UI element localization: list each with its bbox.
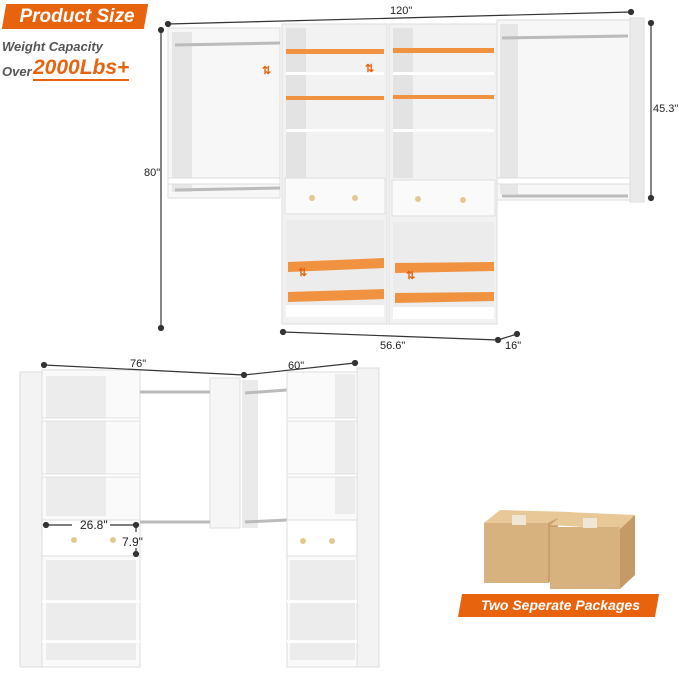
top-center-towers: ⇅ ⇅ ⇅ ⇅	[262, 23, 498, 325]
dim-height: 80"	[144, 167, 161, 179]
top-dimension-lines	[157, 8, 655, 344]
svg-text:⇅: ⇅	[406, 270, 415, 282]
weight-capacity-value: 2000Lbs+	[33, 56, 130, 81]
top-right-hanging-section	[496, 17, 645, 203]
svg-text:⇅: ⇅	[365, 63, 374, 75]
svg-text:⇅: ⇅	[298, 267, 307, 279]
dim-right-width: 60"	[288, 360, 305, 372]
product-size-badge: Product Size	[19, 6, 135, 27]
dim-drawer-height: 7.9"	[122, 535, 143, 549]
top-left-hanging-section	[167, 27, 281, 199]
corner-closet	[19, 367, 380, 668]
dim-side-height: 45.3"	[653, 103, 679, 115]
over-label: Over	[2, 64, 32, 79]
dim-total-width: 120"	[390, 5, 413, 17]
weight-capacity-label: Weight Capacity	[2, 39, 103, 54]
package-boxes-illustration	[484, 510, 635, 589]
corner-dimension-lines	[40, 359, 359, 558]
svg-text:⇅: ⇅	[262, 65, 271, 77]
dim-center-width: 56.6"	[380, 340, 406, 352]
packages-label: Two Seperate Packages	[480, 597, 640, 613]
dim-drawer-width: 26.8"	[80, 518, 108, 532]
dim-left-width: 76"	[130, 358, 147, 370]
dim-depth: 16"	[505, 340, 522, 352]
